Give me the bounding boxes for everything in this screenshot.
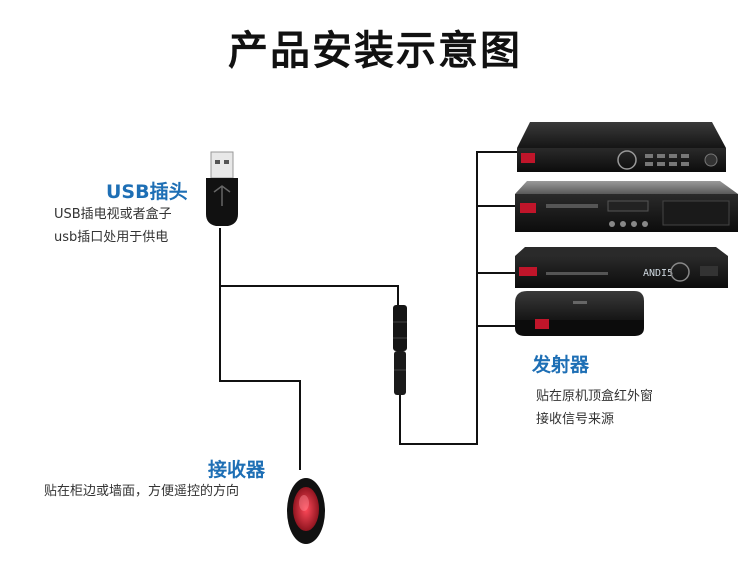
receiver-description: 贴在柜边或墙面，方便遥控的方向 (44, 484, 240, 499)
receiver-heading: 接收器 (208, 459, 266, 481)
cable-lines (219, 151, 517, 470)
usb-plug-icon (206, 151, 238, 226)
usb-desc-line-2: usb插口处用于供电 (54, 230, 169, 245)
set-top-box-1-icon (517, 122, 726, 172)
receiver-cable (219, 286, 301, 470)
transmitter-heading: 发射器 (532, 354, 590, 376)
media-player-icon: ANDI5 (515, 247, 728, 288)
transmitter-desc-line-2: 接收信号来源 (536, 412, 615, 427)
transmitter-description: 贴在原机顶盒红外窗 接收信号来源 (536, 385, 653, 431)
dvd-player-icon (515, 181, 738, 232)
page-title: 产品安装示意图 (228, 28, 522, 74)
usb-description: USB插电视或者盒子 usb插口处用于供电 (54, 203, 172, 249)
usb-desc-line-1: USB插电视或者盒子 (54, 207, 172, 222)
usb-heading: USB插头 (106, 181, 188, 203)
streaming-box-icon (515, 291, 644, 336)
usb-cable (219, 228, 399, 305)
transmitter-cable (399, 151, 517, 445)
ir-receiver-icon (287, 478, 325, 544)
device-display-text: ANDI5 (643, 268, 673, 279)
transmitter-desc-line-1: 贴在原机顶盒红外窗 (536, 389, 654, 404)
cable-connector-icon (393, 305, 407, 395)
